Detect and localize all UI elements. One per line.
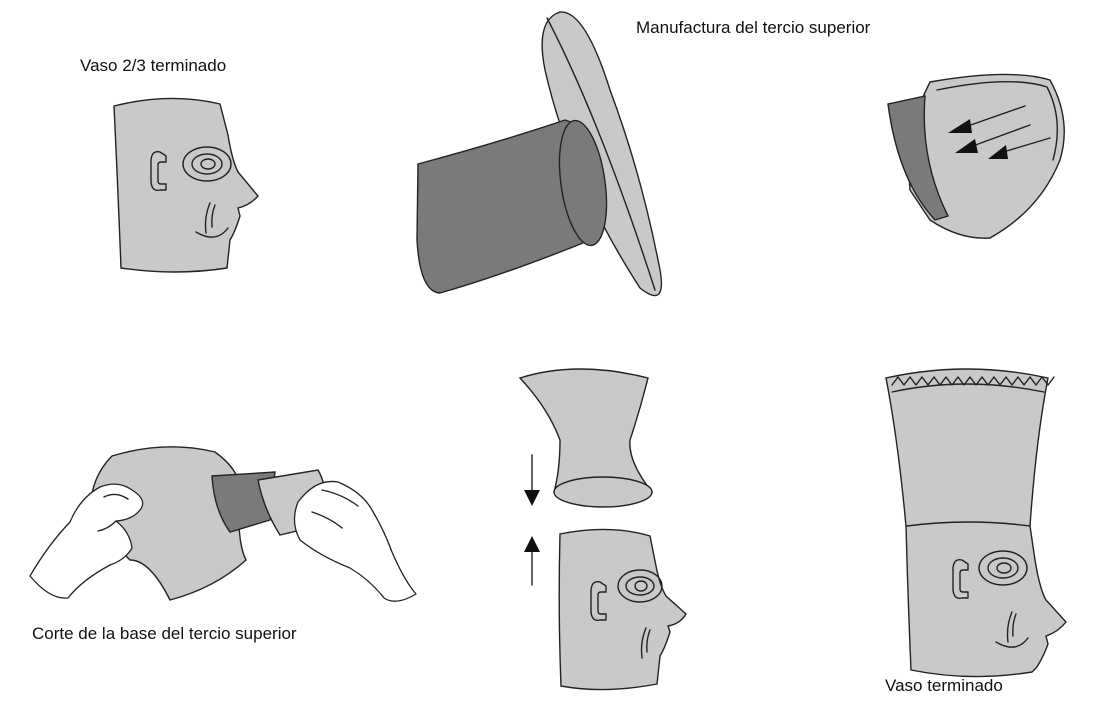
manufacture-mold-figure <box>417 12 661 296</box>
assembly-figure <box>520 369 686 690</box>
rolling-slab-figure <box>888 74 1064 238</box>
cutting-hands-figure <box>30 447 416 601</box>
finished-vaso-figure <box>886 369 1066 677</box>
vaso-two-thirds-figure <box>114 98 258 272</box>
